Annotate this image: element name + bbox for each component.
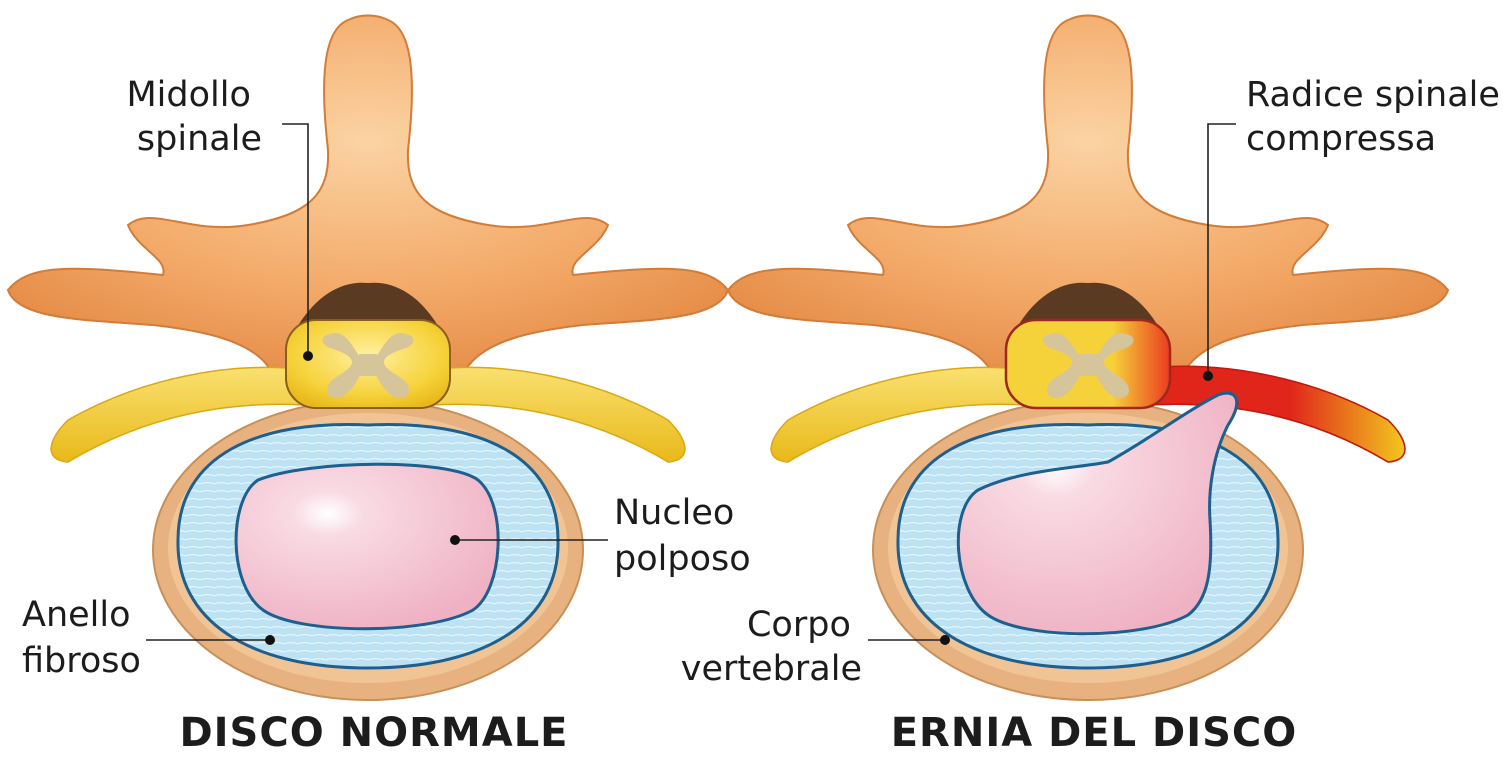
label-nerve-root: Radice spinale compressa: [1246, 75, 1503, 159]
spinal-cord-normal: [285, 319, 451, 409]
label-annulus: Anello fibroso: [22, 595, 142, 681]
nucleus-normal: [234, 462, 500, 631]
caption-herniated-disc: ERNIA DEL DISCO: [891, 710, 1298, 756]
compressed-nerve-root: [1147, 365, 1406, 463]
caption-normal-disc: DISCO NORMALE: [179, 710, 568, 756]
label-spinal-cord: Midollo spinale: [126, 75, 262, 159]
normal-disc-illustration: [6, 14, 730, 702]
label-nucleus: Nucleo polposo: [614, 493, 751, 579]
leader-lines: [146, 123, 1236, 645]
nucleus-herniated: [956, 391, 1239, 636]
spinal-cord-herniated: [1004, 318, 1172, 410]
label-vertebral-body: Corpo vertebrale: [681, 605, 862, 689]
herniated-disc-illustration: [726, 14, 1450, 702]
